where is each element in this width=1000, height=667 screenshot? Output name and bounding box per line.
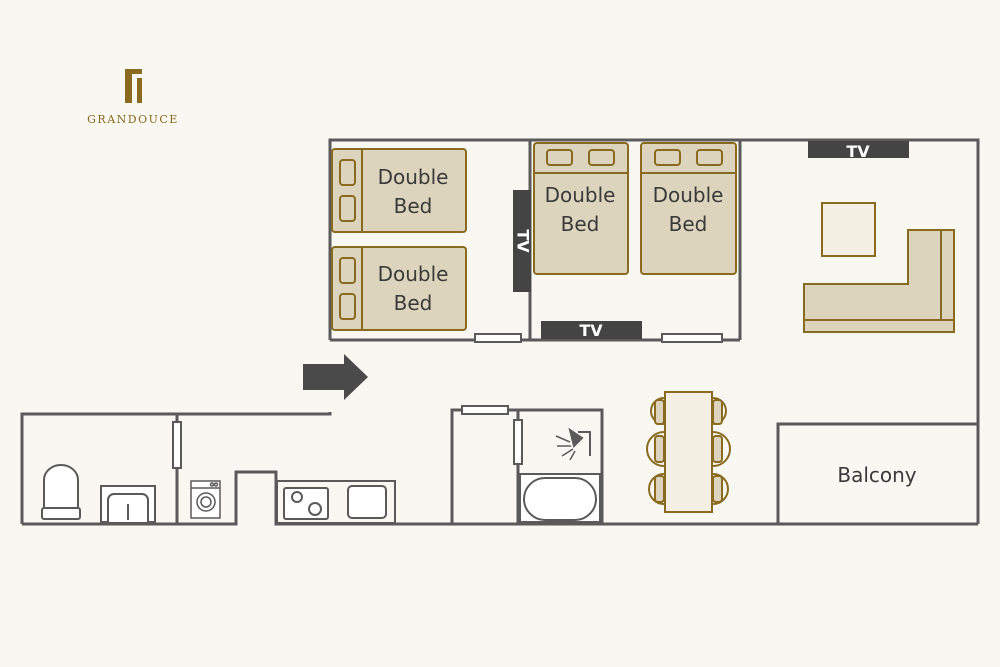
shower-spray: [555, 435, 571, 443]
tv-screen: [513, 190, 531, 292]
double-bed-4: [640, 142, 737, 275]
bed-labels: Double Bed Double Bed Double Bed Double …: [378, 165, 724, 315]
door-bathroom: [513, 419, 523, 465]
shower-icon: [555, 427, 591, 461]
bed-frame: [533, 142, 629, 275]
window-bedroom-1: [474, 333, 522, 343]
tv-label: TV: [514, 229, 533, 253]
window-bathroom: [461, 405, 509, 415]
balcony-label: Balcony: [837, 463, 916, 487]
coffee-table: [821, 202, 876, 257]
pillow: [339, 159, 356, 186]
brand-logo: [125, 69, 142, 103]
chair-seat: [712, 435, 723, 463]
bathtub-icon: [519, 473, 601, 523]
toilet-tank: [41, 507, 81, 520]
brand-name: GRANDOUCE: [87, 113, 179, 126]
windows: [172, 333, 723, 469]
kitchen-sink-icon: [347, 485, 387, 519]
stove-burner: [291, 491, 303, 503]
wall-bathroom: [450, 408, 604, 524]
tv-screen: [541, 321, 642, 339]
chair-seat: [654, 399, 665, 425]
toilet-bowl: [43, 464, 79, 509]
tv-label: TV: [846, 142, 870, 161]
double-bed-3: [533, 142, 629, 275]
tv-living: TV: [808, 141, 909, 161]
bed-label-line1: Double: [378, 165, 449, 189]
sofa-body: [803, 229, 955, 333]
wall-upper-outline: [328, 138, 980, 524]
toilet-icon: [41, 464, 81, 520]
washbasin-icon: [100, 485, 156, 523]
tv-label: TV: [579, 321, 603, 340]
pillow: [339, 257, 356, 284]
washing-machine-icon: [190, 480, 221, 519]
pillow: [339, 293, 356, 320]
bed-label-line1: Double: [545, 183, 616, 207]
shower-pipe: [578, 431, 591, 456]
bed-label-line2: Bed: [394, 291, 433, 315]
chair-seat: [654, 475, 665, 503]
tv-bedroom-2: TV: [541, 321, 642, 340]
tv-bedroom-1: TV: [513, 190, 533, 292]
washer-knob: [213, 482, 219, 487]
dining-table: [664, 391, 713, 513]
bed-label-line2: Bed: [669, 212, 708, 236]
shower-spray: [561, 448, 574, 457]
pillow: [696, 149, 723, 166]
bed-frame: [331, 246, 467, 331]
pillow: [339, 195, 356, 222]
chair: [712, 431, 731, 467]
chair: [646, 431, 665, 467]
l-shaped-sofa: [803, 229, 955, 333]
chair-seat: [654, 435, 665, 463]
door-wc: [172, 421, 182, 469]
logo-bar-right: [137, 78, 142, 103]
bed-label-line1: Double: [378, 262, 449, 286]
entrance-arrow-icon: [303, 354, 368, 400]
bed-label-line1: Double: [653, 183, 724, 207]
logo-bar-top: [132, 69, 142, 74]
bed-label-line2: Bed: [561, 212, 600, 236]
tv-screen: [808, 141, 909, 158]
logo-bar-left: [125, 69, 132, 103]
pillow: [546, 149, 573, 166]
wall-bottom: [22, 470, 978, 526]
washer-knob: [209, 482, 215, 487]
washer-drum-inner: [200, 496, 212, 508]
chair-seat: [712, 399, 723, 425]
bed-label-line2: Bed: [394, 194, 433, 218]
stove-burner: [308, 502, 322, 516]
bed-frame: [331, 148, 467, 233]
dining-chairs: [646, 397, 731, 505]
bathtub-inner: [523, 477, 597, 521]
shower-spray: [569, 450, 576, 461]
stove-icon: [283, 487, 329, 520]
bed-frame: [640, 142, 737, 275]
window-bedroom-2: [661, 333, 723, 343]
pillow: [654, 149, 681, 166]
pillow: [588, 149, 615, 166]
kitchen-counter: [276, 480, 396, 524]
shower-head: [568, 427, 584, 448]
double-bed-1: [331, 148, 467, 233]
beds: [331, 142, 737, 331]
double-bed-2: [331, 246, 467, 331]
chair-seat: [712, 475, 723, 503]
